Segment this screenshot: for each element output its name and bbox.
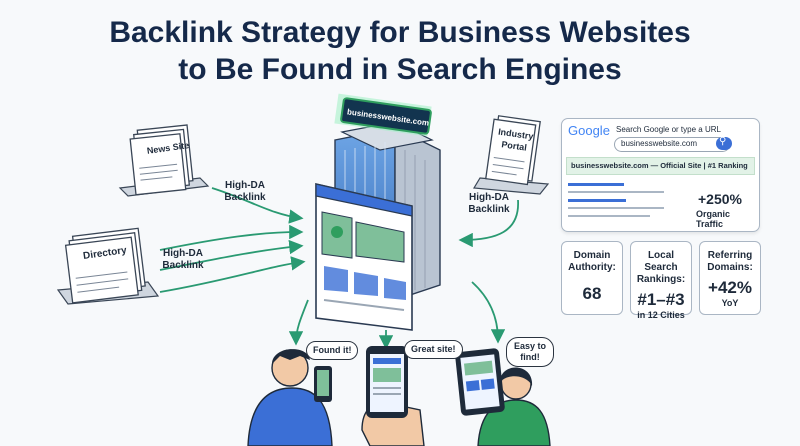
search-result-row[interactable]: businesswebsite.com — Official Site | #1… <box>566 157 755 175</box>
stat-domain-authority: Domain Authority: 68 <box>561 241 623 315</box>
page-title-line-2: to Be Found in Search Engines <box>178 53 622 86</box>
result-line <box>568 207 664 209</box>
stat-sub: YoY <box>721 298 739 308</box>
stat-referring-domains: Referring Domains: +42% YoY <box>699 241 761 315</box>
stat-value: 68 <box>582 284 602 303</box>
website-browser-window <box>315 182 413 331</box>
speech-bubble-right: Easy to find! <box>506 337 554 367</box>
stat-heading: Domain Authority: <box>568 250 616 273</box>
result-line <box>568 191 664 193</box>
person-right-with-tablet <box>455 348 551 446</box>
result-line <box>568 215 650 217</box>
news-site-icon <box>118 124 210 197</box>
search-placeholder: Search Google or type a URL <box>616 125 721 134</box>
traffic-label: Organic Traffic <box>696 209 731 229</box>
backlink-arrows <box>159 187 519 350</box>
backlink-label-news: High-DA Backlink <box>224 180 266 203</box>
traffic-value: +250% <box>698 191 742 207</box>
result-line <box>568 183 624 186</box>
phone-in-hand <box>361 346 425 446</box>
stat-local-rankings: Local Search Rankings: #1–#3 in 12 Citie… <box>630 241 692 320</box>
result-line <box>568 199 626 202</box>
search-query: businesswebsite.com <box>621 139 698 148</box>
search-input[interactable]: businesswebsite.com <box>614 137 730 152</box>
stat-value: +42% <box>708 278 752 297</box>
directory-icon <box>56 227 160 305</box>
stat-sub: in 12 Cities <box>637 310 685 320</box>
search-result-card: Google Search Google or type a URL busin… <box>561 118 760 232</box>
stat-value: #1–#3 <box>637 290 685 309</box>
backlink-label-industry: High-DA Backlink <box>468 192 510 215</box>
speech-bubble-left: Found it! <box>306 341 359 360</box>
search-result-title: businesswebsite.com — Official Site | #1… <box>571 161 748 170</box>
stat-heading: Local Search Rankings: <box>636 250 686 285</box>
search-button[interactable]: ⚲ <box>716 136 732 150</box>
page-title-line-1: Backlink Strategy for Business Websites <box>109 16 691 49</box>
search-icon: ⚲ <box>719 136 727 147</box>
backlink-label-directory: High-DA Backlink <box>162 248 204 271</box>
google-logo: Google <box>568 123 610 138</box>
person-left-with-phone <box>247 349 333 446</box>
speech-bubble-middle: Great site! <box>404 340 463 359</box>
stat-heading: Referring Domains: <box>707 250 753 273</box>
industry-portal-icon <box>472 115 550 195</box>
